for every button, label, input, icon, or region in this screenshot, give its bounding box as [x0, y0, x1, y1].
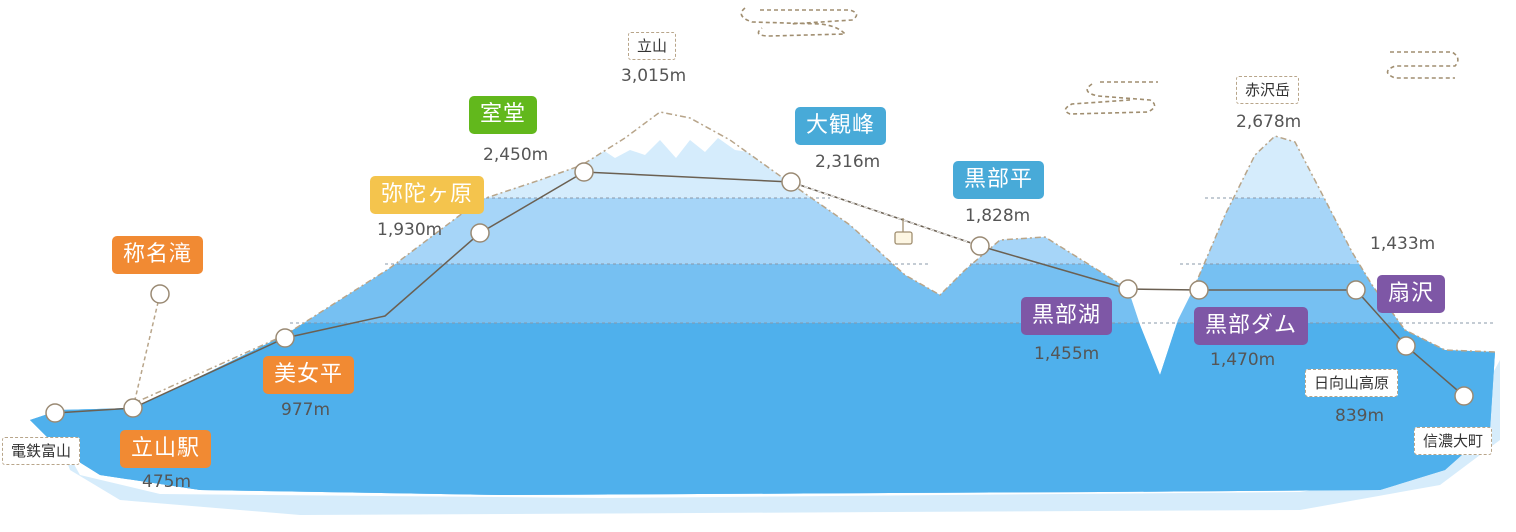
station-label-kurobe-dam: 黒部ダム: [1194, 307, 1309, 345]
altitude-ogizawa: 1,433m: [1370, 234, 1436, 254]
altitude-kurobedaira: 1,828m: [965, 206, 1031, 226]
shomyo-branch: [132, 293, 161, 409]
station-point-dentetsu-toyama: [45, 403, 65, 423]
station-point-tateyama: [123, 398, 143, 418]
cloud-icon: [1386, 51, 1459, 79]
cloud-icon: [740, 7, 858, 37]
peak-altitude-tateyama: 3,015m: [621, 66, 687, 86]
altitude-midagahara: 1,930m: [377, 220, 443, 240]
peak-label-tateyama: 立山: [628, 32, 677, 60]
station-point-kurobedaira: [970, 236, 990, 256]
station-point-kurobeko: [1118, 279, 1138, 299]
station-point-daikanbo: [781, 172, 801, 192]
altitude-tateyama: 475m: [142, 472, 192, 492]
station-point-hinatayama: [1396, 336, 1416, 356]
altitude-murodo: 2,450m: [483, 145, 549, 165]
snow-cap: [600, 112, 748, 158]
station-label-kurobeko: 黒部湖: [1021, 297, 1113, 335]
station-label-ogizawa: 扇沢: [1377, 275, 1446, 313]
ropeway-gondola-icon: [894, 218, 913, 245]
station-label-murodo: 室堂: [469, 96, 538, 134]
station-label-shinano-omachi: 信濃大町: [1414, 427, 1493, 455]
station-label-dentetsu-toyama: 電鉄富山: [2, 437, 81, 465]
peak-altitude-akazawadake: 2,678m: [1236, 112, 1302, 132]
station-label-midagahara: 弥陀ヶ原: [370, 176, 485, 214]
station-label-shomyo: 称名滝: [112, 236, 204, 274]
altitude-daikanbo: 2,316m: [815, 152, 881, 172]
station-point-kurobe-dam: [1189, 280, 1209, 300]
station-point-bijodaira: [275, 328, 295, 348]
station-label-bijodaira: 美女平: [263, 356, 355, 394]
altitude-bijodaira: 977m: [281, 400, 331, 420]
station-point-shinano-omachi: [1454, 386, 1474, 406]
ground-shadow: [55, 360, 1500, 515]
altitude-kurobe-dam: 1,470m: [1210, 350, 1276, 370]
station-point-shomyo: [150, 284, 170, 304]
station-point-ogizawa: [1346, 280, 1366, 300]
station-label-daikanbo: 大観峰: [795, 107, 887, 145]
station-label-hinatayama: 日向山高原: [1305, 369, 1399, 397]
station-point-murodo: [574, 162, 594, 182]
altitude-hinatayama: 839m: [1335, 406, 1385, 426]
station-label-kurobedaira: 黒部平: [953, 161, 1045, 199]
cloud-icon: [1064, 81, 1158, 115]
station-points: [45, 162, 1474, 423]
station-point-midagahara: [470, 223, 490, 243]
peak-label-akazawadake: 赤沢岳: [1236, 76, 1300, 104]
station-label-tateyama: 立山駅: [120, 430, 212, 468]
ropeway-line: [790, 181, 981, 247]
altitude-kurobeko: 1,455m: [1034, 344, 1100, 364]
